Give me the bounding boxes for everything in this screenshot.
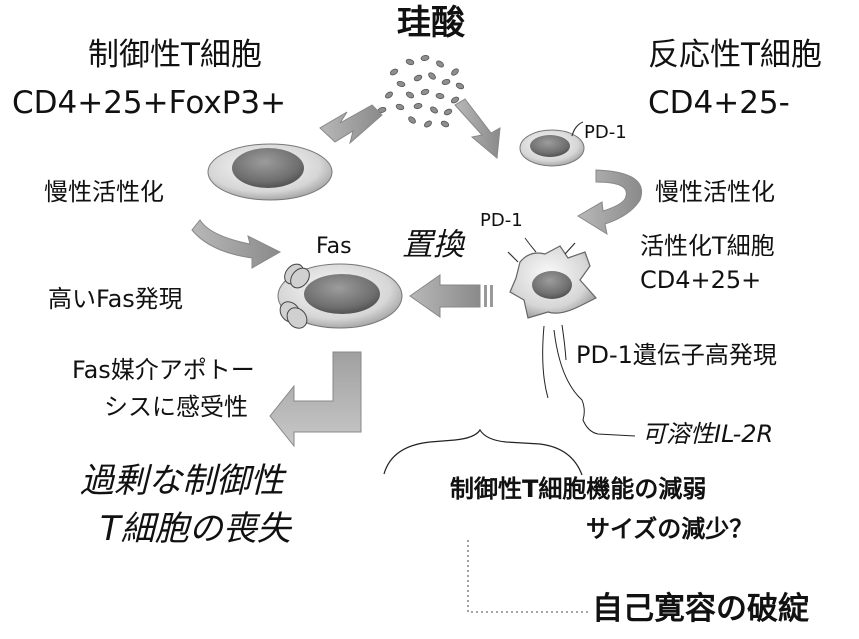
replacement-label: 置換: [402, 227, 464, 263]
arrow-silica-to-responder: [454, 98, 501, 159]
chronic-activation-left: 慢性活性化: [44, 178, 164, 206]
activated-cell-icon: [507, 237, 597, 319]
treg-loss-line2: T細胞の喪失: [100, 509, 291, 549]
arrow-silica-to-treg: [319, 104, 383, 145]
silica-particles-icon: [377, 55, 470, 128]
self-tolerance-label: 自己寛容の破綻: [592, 591, 809, 627]
treg-name: 制御性T細胞: [88, 37, 262, 73]
silicate-label: 珪酸: [397, 3, 465, 43]
treg-cell-icon: [207, 143, 333, 201]
responder-cell-icon: [519, 121, 585, 167]
curved-arrow-right: [577, 169, 642, 236]
dotted-line: [467, 540, 588, 613]
responder-name: 反応性T細胞: [648, 37, 822, 73]
treg-weaken-line1: 制御性T細胞機能の減弱: [450, 475, 707, 503]
treg-loss-line1: 過剰な制御性: [80, 461, 284, 501]
treg-weaken-line2: サイズの減少？: [586, 515, 754, 543]
chronic-activation-right: 慢性活性化: [655, 178, 775, 206]
high-fas-label: 高いFas発現: [48, 285, 183, 313]
line-soluble-il2r: [553, 329, 636, 437]
soluble-il2r-label: 可溶性IL-2R: [642, 420, 774, 448]
fas-cell-icon: [277, 263, 403, 329]
activated-name: 活性化T細胞: [640, 232, 775, 260]
arrow-to-loss: [269, 351, 362, 448]
treg-markers: CD4+25+FoxP3+: [12, 85, 287, 121]
fas-apoptosis-line1: Fas媒介アポトー: [72, 356, 255, 384]
line-to-brace: [542, 325, 549, 399]
pd1-label-upper: PD-1: [584, 122, 627, 143]
responder-markers: CD4+25-: [648, 85, 790, 121]
activated-markers: CD4+25+: [640, 266, 762, 294]
arrow-replacement: [409, 274, 493, 318]
brace: [383, 428, 583, 476]
fas-label: Fas: [316, 234, 352, 259]
curved-arrow-left: [191, 219, 282, 269]
fas-apoptosis-line2: シスに感受性: [104, 393, 248, 421]
line-pd1-high: [561, 324, 567, 361]
pd1-label-lower: PD-1: [480, 210, 523, 231]
pd1-high-expression: PD-1遺伝子高発現: [576, 341, 777, 369]
